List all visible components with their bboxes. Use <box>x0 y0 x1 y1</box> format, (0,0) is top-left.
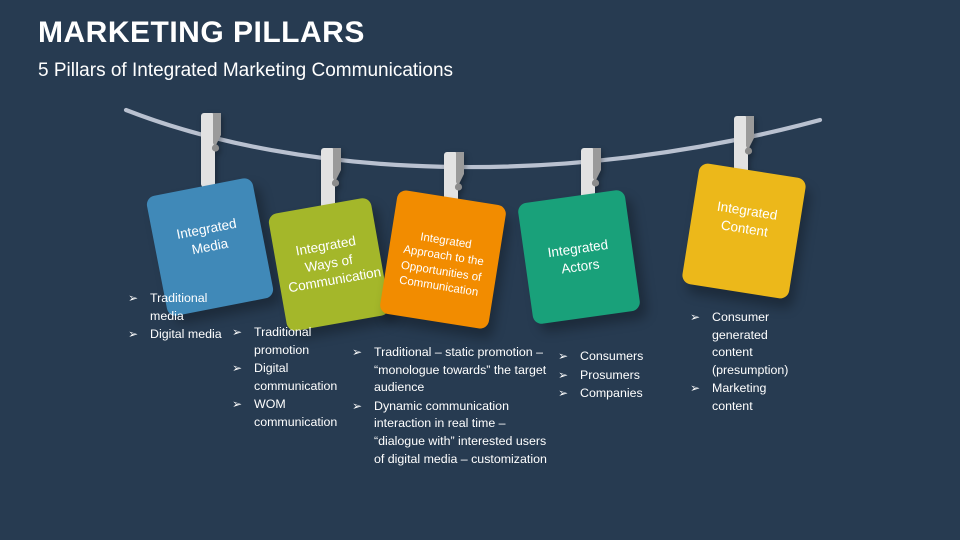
list-item: ➢ Companies <box>558 385 686 403</box>
pillar-card-integrated-content[interactable]: Integrated Content <box>681 162 807 300</box>
list-item: ➢ Digital communication <box>232 360 344 395</box>
bullet-arrow-icon: ➢ <box>690 381 701 396</box>
header: MARKETING PILLARS 5 Pillars of Integrate… <box>38 16 918 82</box>
page-subtitle: 5 Pillars of Integrated Marketing Commun… <box>38 60 454 81</box>
pillar-card-label: Integrated Approach to the Opportunities… <box>398 231 485 299</box>
list-item: ➢ Traditional media <box>128 290 224 325</box>
pillar-card-label: Integrated Content <box>715 198 779 240</box>
list-item-label: Digital communication <box>254 361 338 393</box>
list-item-label: Traditional – static promotion – “monolo… <box>374 345 547 395</box>
list-item: ➢ Digital media <box>128 326 224 344</box>
pillar-card-label: Integrated Actors <box>546 237 609 277</box>
list-item: ➢ Dynamic communication interaction in r… <box>352 398 552 468</box>
pillar-card-integrated-ways-of-communication[interactable]: Integrated Ways of Communication <box>267 196 391 333</box>
list-item-label: Consumers <box>580 349 644 363</box>
list-item-label: Marketing content <box>712 381 767 414</box>
bullet-list-integrated-media: ➢ Traditional media ➢ Digital media <box>128 290 224 345</box>
page-title: MARKETING PILLARS <box>38 16 365 49</box>
bullet-arrow-icon: ➢ <box>232 361 243 376</box>
bullet-list-integrated-ways-of-communication: ➢ Traditional promotion ➢ Digital commun… <box>232 324 344 433</box>
clothespin-icon-1 <box>201 113 221 187</box>
list-item: ➢ Consumer generated content (presumptio… <box>690 309 810 379</box>
list-item: ➢ Traditional promotion <box>232 324 344 359</box>
bullet-arrow-icon: ➢ <box>352 345 363 359</box>
bullet-arrow-icon: ➢ <box>352 398 363 413</box>
list-item-label: Digital media <box>150 327 222 342</box>
bullet-list-integrated-content: ➢ Consumer generated content (presumptio… <box>690 309 810 417</box>
list-item-label: Traditional promotion <box>254 325 312 357</box>
pillar-card-label: Integrated Ways of Communication <box>287 232 383 296</box>
bullet-arrow-icon: ➢ <box>558 386 569 401</box>
bullet-arrow-icon: ➢ <box>128 291 139 305</box>
bullet-arrow-icon: ➢ <box>558 349 569 363</box>
list-item: ➢ Traditional – static promotion – “mono… <box>352 344 552 397</box>
list-item-label: Traditional media <box>150 291 208 323</box>
list-item: ➢ WOM communication <box>232 396 344 431</box>
pillar-card-label: Integrated Media <box>175 215 238 258</box>
bullet-arrow-icon: ➢ <box>128 327 139 342</box>
bullet-list-integrated-approach: ➢ Traditional – static promotion – “mono… <box>352 344 552 469</box>
list-item-label: WOM communication <box>254 397 338 430</box>
bullet-list-integrated-actors: ➢ Consumers ➢ Prosumers ➢ Companies <box>558 348 686 404</box>
list-item: ➢ Marketing content <box>690 380 810 415</box>
pillar-card-integrated-approach[interactable]: Integrated Approach to the Opportunities… <box>378 189 508 330</box>
pillar-card-integrated-actors[interactable]: Integrated Actors <box>517 189 641 325</box>
list-item: ➢ Prosumers <box>558 367 686 385</box>
bullet-arrow-icon: ➢ <box>690 310 701 324</box>
list-item-label: Consumer generated content (presumption) <box>712 310 789 377</box>
bullet-arrow-icon: ➢ <box>558 367 569 382</box>
bullet-arrow-icon: ➢ <box>232 397 243 412</box>
list-item-label: Dynamic communication interaction in rea… <box>374 398 547 466</box>
list-item-label: Companies <box>580 386 643 401</box>
list-item: ➢ Consumers <box>558 348 686 366</box>
bullet-arrow-icon: ➢ <box>232 325 243 339</box>
list-item-label: Prosumers <box>580 367 640 382</box>
